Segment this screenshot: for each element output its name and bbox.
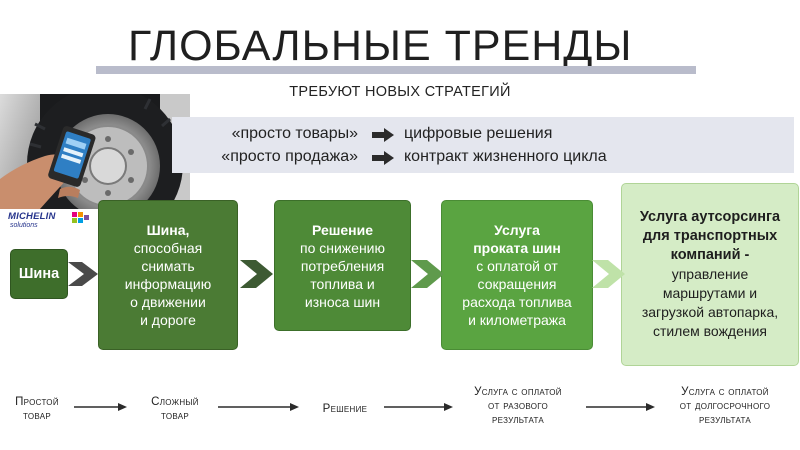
michelin-solutions-logo: MICHELIN solutions [8, 211, 108, 235]
banner-to-1: цифровые решения [404, 125, 553, 142]
flow-step-solution: Решение по снижению потребления топлива … [274, 200, 411, 331]
flow-arrow-icon [411, 260, 444, 288]
stage-arrow-icon [218, 403, 299, 411]
flow-step-tire: Шина [10, 249, 68, 299]
stage-label-simple-product: Простой товар [15, 396, 59, 422]
page-title: ГЛОБАЛЬНЫЕ ТРЕНДЫ [128, 22, 633, 70]
title-underline-bar [96, 66, 696, 74]
tire-wheel-image [0, 94, 190, 209]
flow-arrow-icon [240, 260, 273, 288]
right-arrow-icon [372, 151, 394, 165]
stage-arrow-icon [384, 403, 453, 411]
stage-arrow-icon [74, 403, 127, 411]
right-arrow-icon [372, 128, 394, 142]
stage-label-solution: Решение [322, 403, 368, 415]
stage-label-one-time-result-service: Услуга с оплатой от разового результата [474, 386, 562, 426]
flow-step-smart-tire: Шина, способная снимать информацию о дви… [98, 200, 238, 350]
banner-to-2: контракт жизненного цикла [404, 148, 607, 165]
flow-step-outsourcing-service: Услуга аутсорсинга для транспортных комп… [621, 183, 799, 366]
flow-step-rental-service: Услуга проката шин с оплатой от сокращен… [441, 200, 593, 350]
flow-arrow-icon [68, 262, 98, 286]
banner-from-2: «просто продажа» [221, 148, 358, 165]
page-subtitle: ТРЕБУЮТ НОВЫХ СТРАТЕГИЙ [289, 84, 511, 100]
stage-arrow-icon [586, 403, 655, 411]
banner-from-1: «просто товары» [231, 125, 358, 142]
strategy-banner: «просто товары» цифровые решения «просто… [172, 117, 794, 173]
phone-icon [48, 126, 96, 187]
stage-label-complex-product: Сложный товар [151, 396, 199, 422]
flow-arrow-icon [592, 260, 625, 288]
stage-label-long-term-result-service: Услуга с оплатой от долгосрочного резуль… [679, 386, 771, 426]
